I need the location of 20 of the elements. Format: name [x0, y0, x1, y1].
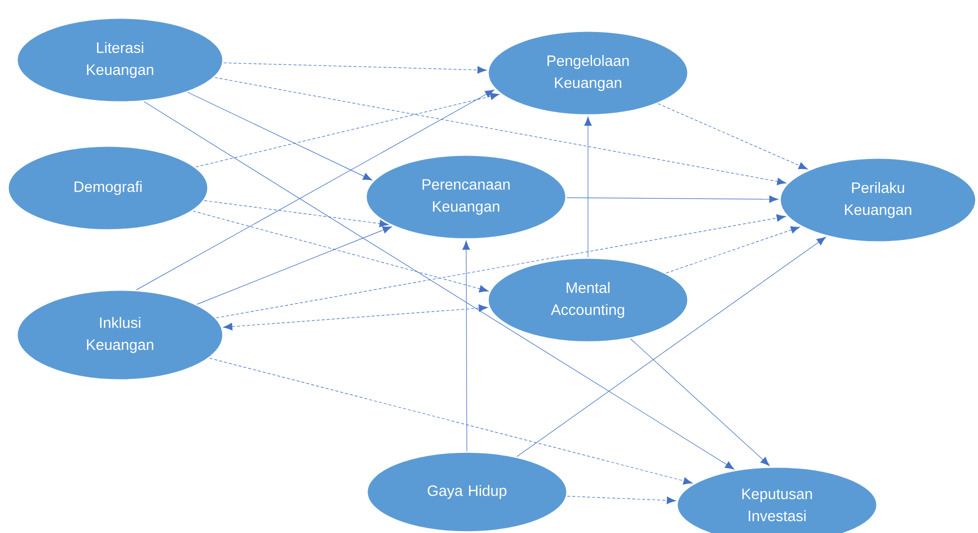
arrow [196, 226, 392, 305]
arrow [214, 77, 786, 186]
arrow [658, 103, 808, 170]
arrow [223, 304, 488, 330]
arrow [204, 200, 389, 228]
arrow [516, 236, 826, 457]
arrow [192, 210, 488, 292]
arrow [223, 62, 487, 74]
arrow [666, 226, 800, 274]
arrow [566, 496, 676, 504]
arrow [566, 195, 778, 203]
arrow [144, 101, 734, 470]
arrow [209, 358, 693, 485]
arrow [584, 116, 592, 258]
arrow [216, 214, 786, 318]
arrow [136, 90, 494, 290]
arrow [195, 92, 500, 168]
arrow [630, 338, 770, 466]
arrow [188, 92, 372, 180]
arrow [462, 240, 470, 452]
